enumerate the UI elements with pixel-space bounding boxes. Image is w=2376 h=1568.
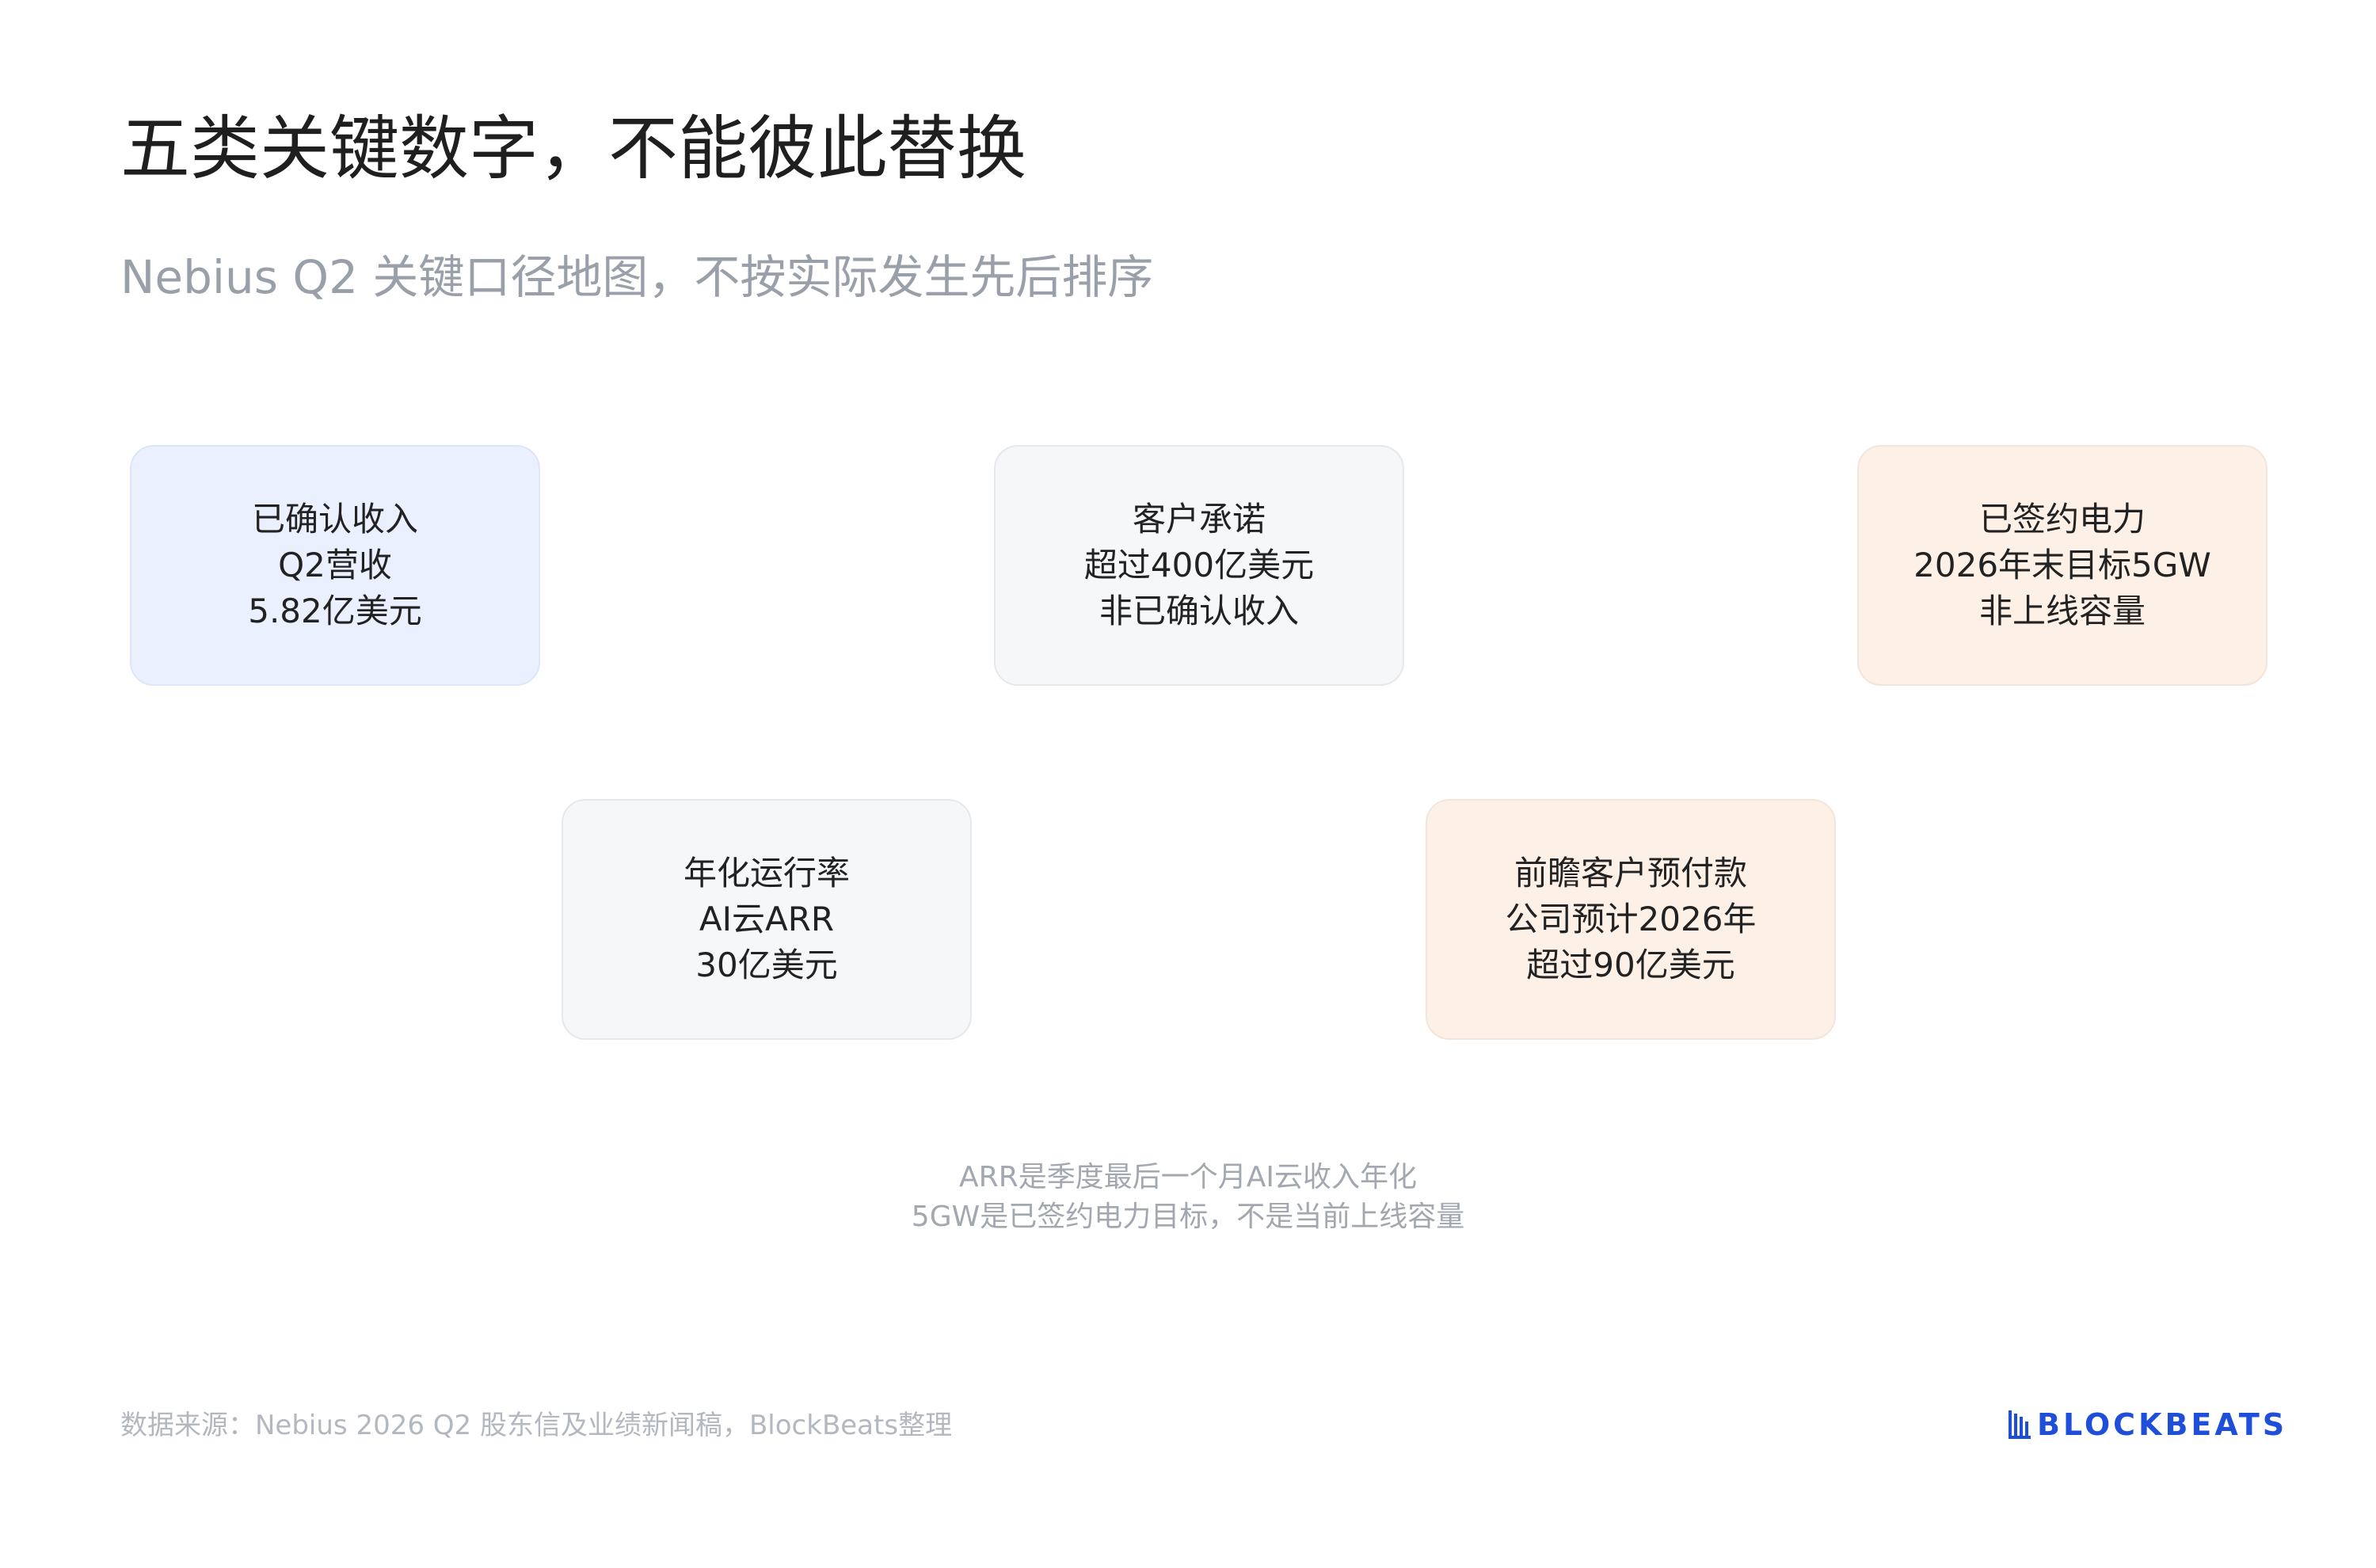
footnote: ARR是季度最后一个月AI云收入年化 5GW是已签约电力目标，不是当前上线容量 [0, 1158, 2376, 1237]
blockbeats-logo-icon [2009, 1410, 2031, 1439]
card-value: 30亿美元 [695, 946, 838, 984]
footnote-line: 5GW是已签约电力目标，不是当前上线容量 [911, 1201, 1465, 1233]
card-heading: 已确认收入 [251, 500, 418, 539]
card-heading: 客户承诺 [1132, 500, 1266, 539]
card-contracted-power: 已签约电力 2026年末目标5GW 非上线容量 [1857, 445, 2267, 686]
card-value: 超过90亿美元 [1526, 946, 1735, 984]
card-subheading: 公司预计2026年 [1505, 900, 1757, 938]
card-recognized-revenue: 已确认收入 Q2营收 5.82亿美元 [130, 445, 540, 686]
page-title: 五类关键数字，不能彼此替换 [120, 108, 1027, 189]
data-source: 数据来源：Nebius 2026 Q2 股东信及业绩新闻稿，BlockBeats… [120, 1410, 953, 1441]
page-subtitle: Nebius Q2 关键口径地图，不按实际发生先后排序 [120, 250, 1154, 304]
card-heading: 前瞻客户预付款 [1514, 854, 1747, 892]
card-value: 超过400亿美元 [1083, 546, 1315, 584]
footnote-line: ARR是季度最后一个月AI云收入年化 [959, 1161, 1417, 1193]
card-value: 2026年末目标5GW [1913, 546, 2211, 584]
card-heading: 年化运行率 [683, 854, 850, 892]
card-note: 非上线容量 [1978, 592, 2146, 630]
card-customer-commitment: 客户承诺 超过400亿美元 非已确认收入 [994, 445, 1404, 686]
card-annualized-run-rate: 年化运行率 AI云ARR 30亿美元 [562, 799, 972, 1040]
card-note: 非已确认收入 [1099, 592, 1299, 630]
card-value: 5.82亿美元 [248, 592, 422, 630]
card-heading: 已签约电力 [1978, 500, 2146, 539]
card-subheading: Q2营收 [278, 546, 392, 584]
card-customer-prepayment: 前瞻客户预付款 公司预计2026年 超过90亿美元 [1426, 799, 1836, 1040]
logo-text: BLOCKBEATS [2037, 1407, 2288, 1442]
card-subheading: AI云ARR [699, 900, 835, 938]
blockbeats-logo: BLOCKBEATS [2009, 1406, 2287, 1443]
